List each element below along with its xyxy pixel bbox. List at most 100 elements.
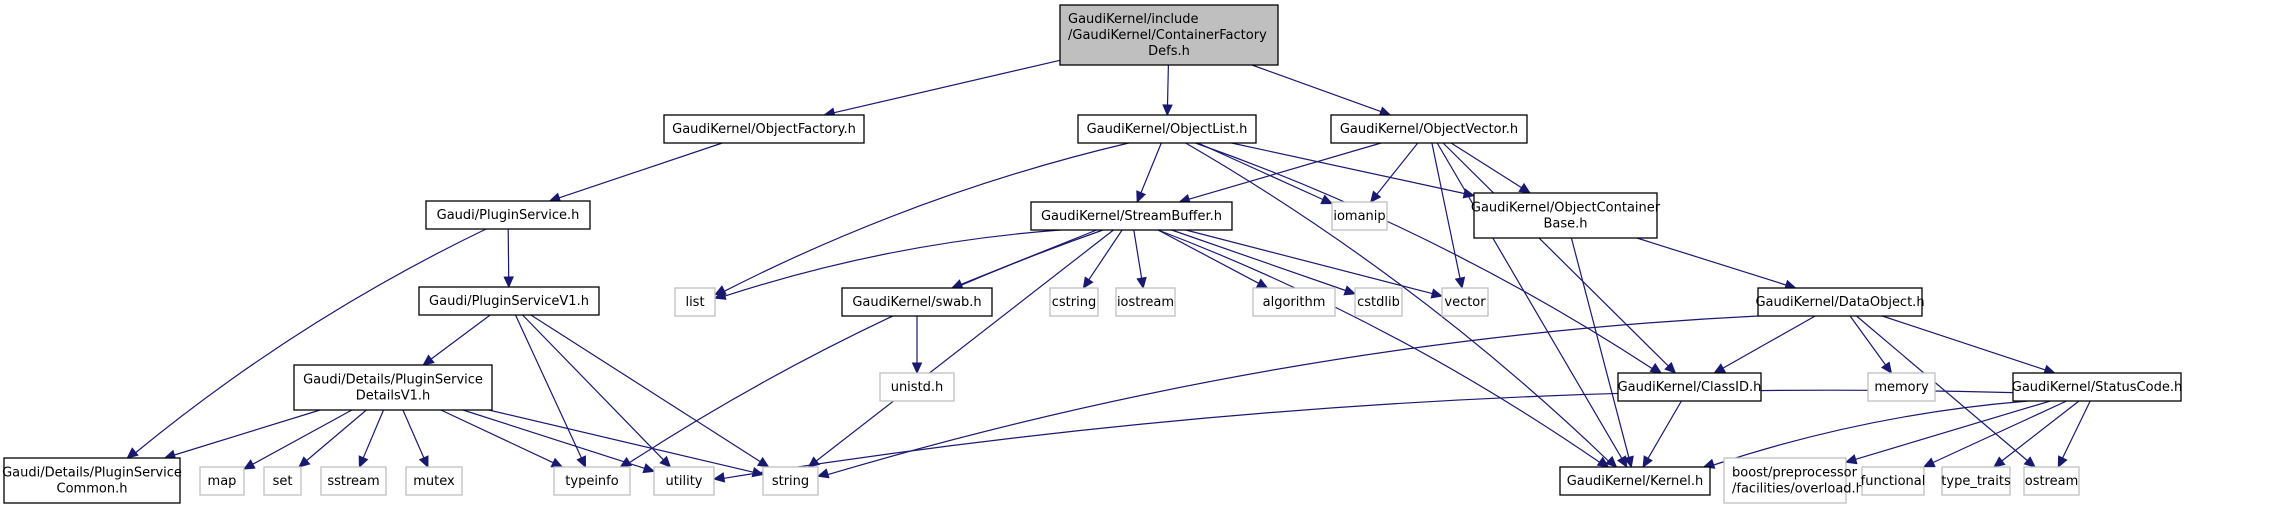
node-box	[1861, 466, 1925, 496]
node-label: map	[208, 474, 237, 489]
arrowhead-icon	[1713, 363, 1727, 374]
node-cstdlib: cstdlib	[1354, 287, 1403, 317]
edge-objcontainerbase-to-dataobject	[1636, 237, 1797, 290]
arrowhead-icon	[816, 468, 830, 479]
node-label: GaudiKernel/ClassID.h	[1618, 380, 1762, 395]
node-label: GaudiKernel/ObjectFactory.h	[672, 122, 856, 137]
node-kernel[interactable]: GaudiKernel/Kernel.h	[1559, 466, 1711, 496]
edge-swab-to-unistd	[911, 316, 923, 375]
node-label: GaudiKernel/StreamBuffer.h	[1041, 209, 1222, 224]
edge-line	[1436, 142, 1623, 459]
node-label: Gaudi/PluginService.h	[437, 208, 580, 223]
node-label: GaudiKernel/swab.h	[852, 295, 981, 310]
node-box	[879, 372, 955, 402]
edge-objvector-to-streambuffer	[1178, 142, 1382, 205]
edge-objlist-to-iomanip	[1197, 142, 1334, 205]
arrowhead-icon	[1082, 276, 1094, 290]
edge-line	[1849, 315, 1886, 366]
arrowhead-icon	[242, 459, 256, 470]
edge-statuscode-to-overload	[1844, 400, 2051, 465]
arrowhead-icon	[1844, 454, 1858, 465]
edge-pluginservicev1-to-string	[530, 314, 770, 468]
arrowhead-icon	[1642, 455, 1653, 469]
edge-line	[507, 228, 510, 278]
edge-pluginservicev1-to-typeinfo	[514, 314, 587, 469]
node-pluginservice[interactable]: Gaudi/PluginService.h	[425, 200, 591, 230]
node-statuscode[interactable]: GaudiKernel/StatusCode.h	[2012, 372, 2182, 402]
node-box	[293, 364, 493, 411]
edge-pluginservice-to-pluginservicev1	[503, 228, 514, 289]
edge-classid-to-kernel	[1642, 400, 1682, 469]
edge-dataobject-to-ostream	[1856, 315, 2036, 468]
edge-streambuffer-to-vector	[1185, 229, 1444, 299]
node-label: /GaudiKernel/ContainerFactory	[1068, 28, 1267, 43]
edge-line	[724, 229, 1061, 297]
node-label: type_traits	[1941, 474, 2011, 489]
node-label: algorithm	[1263, 295, 1326, 310]
edge-line	[1450, 142, 1522, 189]
node-box	[1330, 114, 1528, 144]
edge-objcontainerbase-to-kernel	[1570, 237, 1634, 469]
node-dataobject[interactable]: GaudiKernel/DataObject.h	[1755, 287, 1925, 317]
node-objlist[interactable]: GaudiKernel/ObjectList.h	[1077, 114, 1257, 144]
edge-streambuffer-to-iostream	[1133, 229, 1147, 290]
node-box	[841, 287, 993, 317]
node-sstream: sstream	[320, 466, 387, 496]
node-label: typeinfo	[565, 474, 618, 489]
node-list: list	[674, 287, 716, 317]
edge-line	[1713, 400, 2029, 466]
node-streambuffer[interactable]: GaudiKernel/StreamBuffer.h	[1030, 201, 1233, 231]
edge-statuscode-to-utility	[712, 389, 2014, 483]
arrowhead-icon	[1664, 361, 1677, 374]
node-iostream: iostream	[1115, 287, 1176, 317]
node-functional: functional	[1861, 466, 1926, 496]
node-label: Defs.h	[1148, 44, 1190, 59]
edge-line	[488, 409, 754, 473]
edge-line	[1133, 229, 1143, 279]
node-box	[553, 466, 631, 496]
edge-root-to-objfactory	[823, 59, 1061, 118]
edge-pluginservicev1-to-detailsv1	[422, 314, 491, 366]
node-vector: vector	[1441, 287, 1489, 317]
node-memory: memory	[1867, 372, 1936, 402]
node-typeinfo: typeinfo	[553, 466, 631, 496]
edge-detailsv1-to-mutex	[402, 409, 429, 469]
node-label: functional	[1861, 474, 1926, 489]
node-box	[653, 466, 715, 496]
arrowhead-icon	[1880, 361, 1893, 374]
edge-streambuffer-to-cstdlib	[1171, 229, 1357, 296]
edge-detailsv1-to-set	[298, 409, 367, 468]
node-label: iomanip	[1333, 209, 1385, 224]
arrowhead-icon	[550, 457, 564, 468]
node-label: ostream	[2025, 474, 2079, 489]
arrowhead-icon	[2023, 456, 2036, 468]
node-objvector[interactable]: GaudiKernel/ObjectVector.h	[1330, 114, 1528, 144]
node-label: GaudiKernel/include	[1068, 12, 1198, 27]
node-classid[interactable]: GaudiKernel/ClassID.h	[1617, 372, 1762, 402]
node-box	[1867, 372, 1936, 402]
node-ostream: ostream	[2023, 466, 2080, 496]
edge-detailsv1-to-utility	[462, 409, 656, 474]
edge-line	[2001, 400, 2080, 462]
edge-statuscode-to-functional	[1922, 400, 2067, 468]
edge-line	[1188, 142, 1382, 200]
node-pluginservicev1[interactable]: Gaudi/PluginServiceV1.h	[418, 286, 600, 316]
node-objfactory[interactable]: GaudiKernel/ObjectFactory.h	[663, 114, 865, 144]
node-box	[1115, 287, 1176, 317]
edge-objvector-to-iomanip	[1369, 142, 1419, 203]
node-type-traits: type_traits	[1941, 466, 2011, 496]
node-label: vector	[1444, 295, 1486, 310]
node-swab[interactable]: GaudiKernel/swab.h	[841, 287, 993, 317]
node-label: utility	[666, 474, 703, 489]
node-label: Common.h	[57, 482, 128, 497]
node-label: sstream	[327, 474, 379, 489]
node-box	[425, 200, 591, 230]
edge-root-to-objlist	[1162, 64, 1173, 117]
edge-pluginservice-to-common	[126, 228, 487, 459]
node-root[interactable]: GaudiKernel/include/GaudiKernel/Containe…	[1059, 4, 1279, 66]
node-mutex: mutex	[405, 466, 463, 496]
node-box	[263, 466, 302, 496]
